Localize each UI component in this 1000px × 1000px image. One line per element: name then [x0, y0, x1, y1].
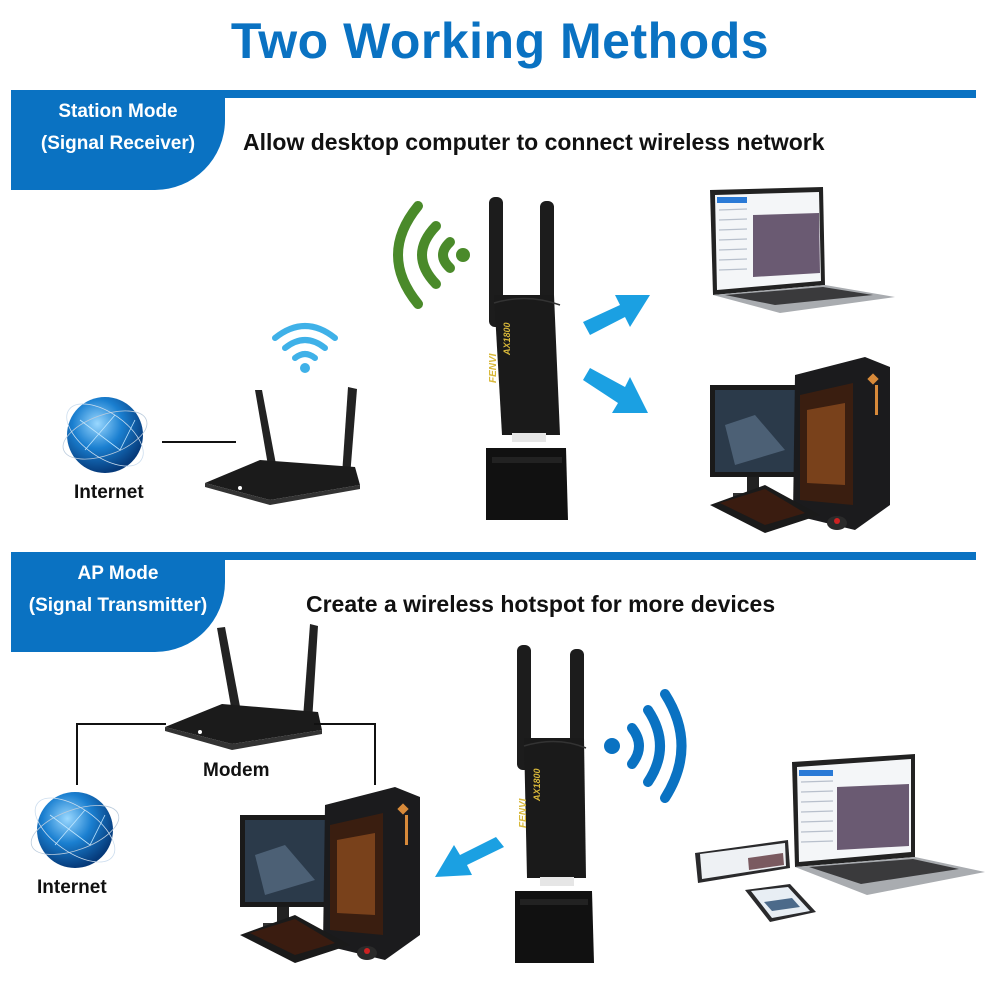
router-icon — [200, 385, 365, 505]
dongle-brand-label: FENVI — [488, 353, 499, 383]
usb-wifi-dongle-icon: FENVI AX1800 — [482, 195, 572, 525]
dongle-model-label: AX1800 — [532, 768, 542, 801]
ethernet-cable-line — [76, 723, 78, 785]
laptop-icon — [787, 752, 987, 897]
modem-label: Modem — [203, 760, 270, 781]
section-divider-bar — [11, 552, 976, 560]
mode-label: Station Mode — [58, 101, 178, 122]
mode-role: (Signal Transmitter) — [28, 595, 208, 616]
ap-mode-tab: AP Mode (Signal Transmitter) — [11, 552, 225, 652]
globe-icon — [25, 785, 125, 875]
router-icon — [160, 622, 325, 752]
tablet-icon — [693, 838, 793, 888]
internet-label: Internet — [37, 877, 107, 898]
phone-icon — [742, 882, 820, 927]
section-divider-bar — [11, 90, 976, 98]
wifi-signal-icon — [378, 198, 473, 313]
section-description: Allow desktop computer to connect wirele… — [243, 129, 825, 155]
station-mode-tab: Station Mode (Signal Receiver) — [11, 90, 225, 190]
laptop-icon — [705, 185, 900, 315]
arrow-icon — [580, 365, 655, 420]
wifi-signal-icon — [270, 320, 340, 375]
section-description: Create a wireless hotspot for more devic… — [306, 591, 776, 617]
mode-label: AP Mode — [77, 563, 159, 584]
desktop-pc-icon — [235, 785, 430, 965]
page-title: Two Working Methods — [230, 13, 770, 69]
internet-label: Internet — [74, 482, 144, 503]
ethernet-cable-line — [374, 723, 376, 785]
ethernet-cable-line — [162, 441, 236, 443]
ethernet-cable-line — [314, 723, 376, 725]
globe-icon — [60, 390, 160, 480]
dongle-brand-label: FENVI — [518, 798, 529, 828]
arrow-icon — [432, 835, 507, 890]
dongle-model-label: AX1800 — [502, 322, 512, 355]
mode-role: (Signal Receiver) — [40, 133, 196, 154]
usb-wifi-dongle-icon: FENVI AX1800 — [512, 643, 602, 973]
wifi-signal-icon — [600, 688, 695, 808]
desktop-pc-icon — [705, 355, 900, 535]
arrow-icon — [580, 285, 655, 340]
ethernet-cable-line — [76, 723, 166, 725]
